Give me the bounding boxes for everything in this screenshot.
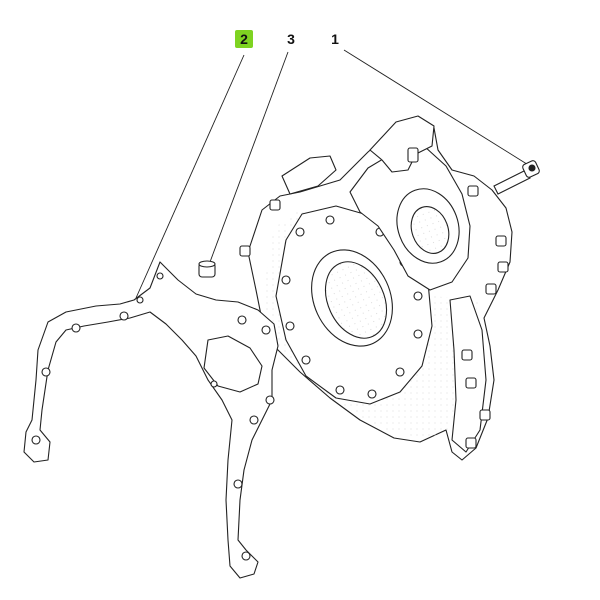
leader-line-2: [135, 54, 245, 299]
gasket-holes: [31, 272, 275, 561]
gasket-cutout: [203, 335, 263, 393]
gasket-outline: [23, 261, 279, 579]
housing-cover: [239, 115, 513, 461]
bolt-part-1: [493, 160, 540, 195]
dowel-part-3: [198, 260, 216, 278]
left-tab: [281, 155, 337, 195]
callout-part-1[interactable]: 1: [331, 31, 339, 47]
leader-line-1: [343, 49, 531, 167]
top-bracket: [369, 115, 435, 173]
callout-part-3[interactable]: 3: [287, 31, 295, 47]
leader-lines: [135, 49, 531, 299]
leader-line-3: [209, 51, 289, 263]
housing-bolts: [239, 185, 509, 449]
gasket-part-2: [23, 261, 279, 579]
callout-part-2[interactable]: 2: [235, 30, 253, 48]
